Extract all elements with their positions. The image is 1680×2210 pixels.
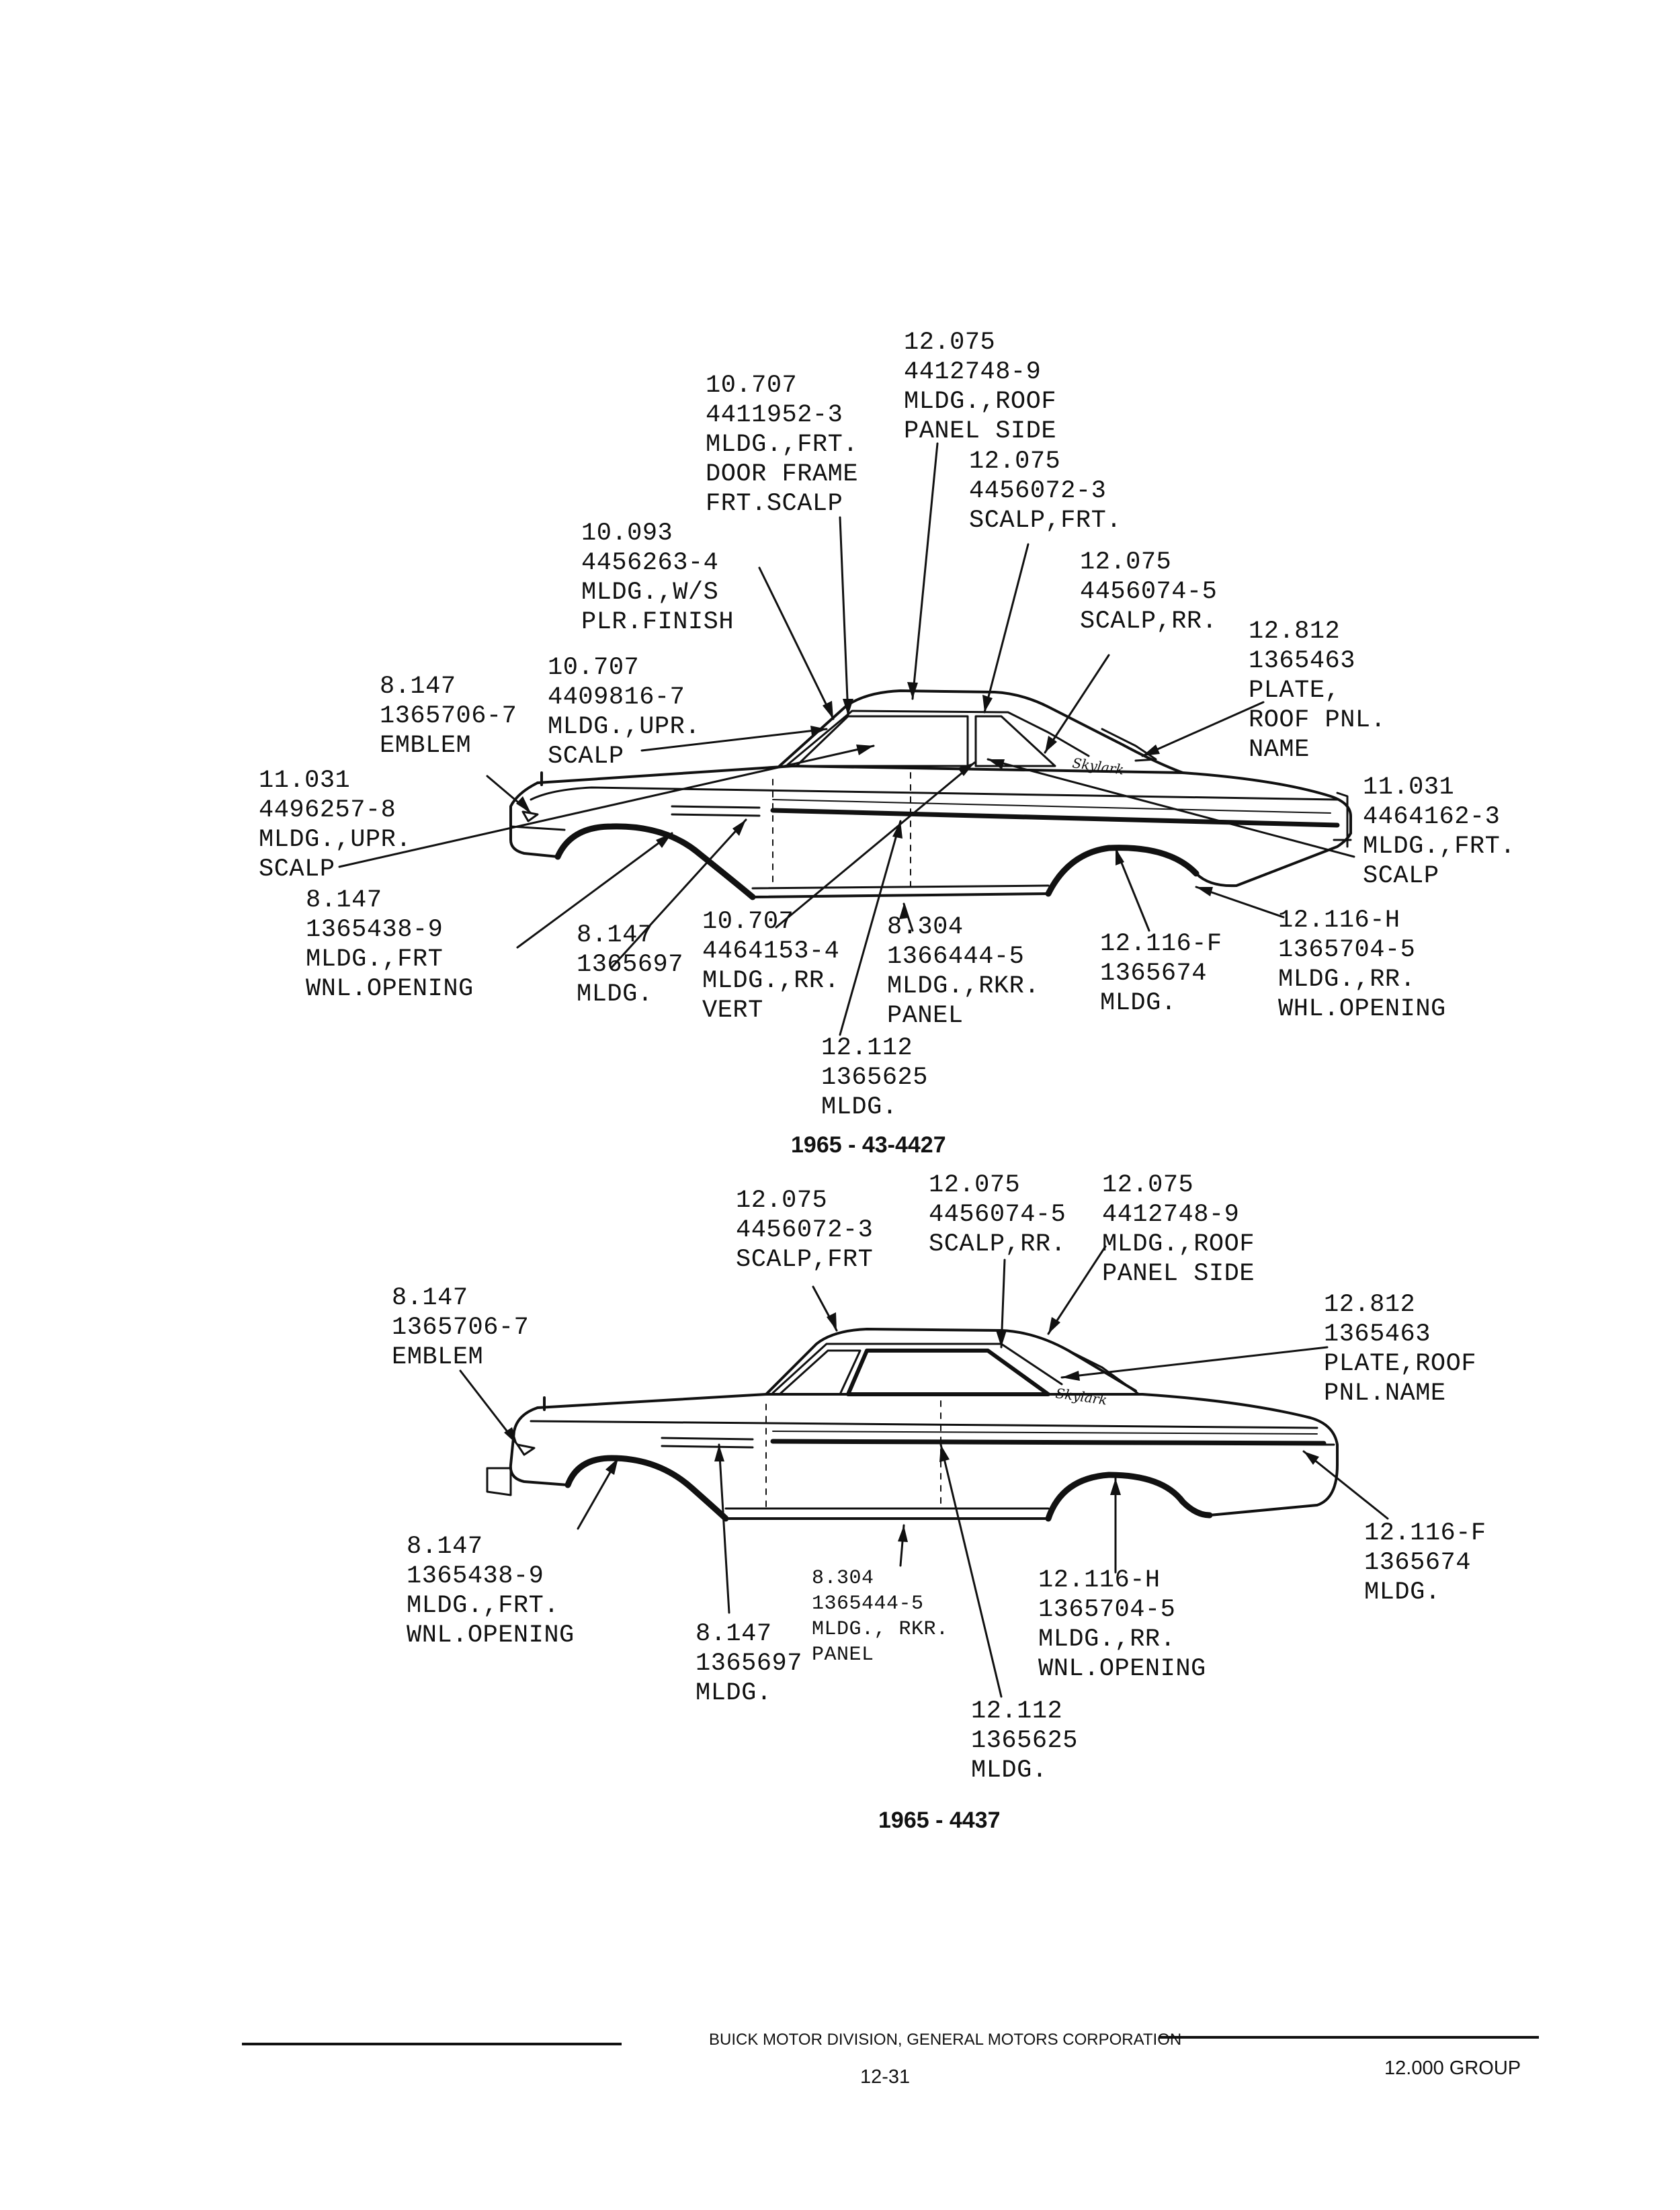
car-2-arrowheads <box>504 1312 1319 1542</box>
caption-2: 1965 - 4437 <box>878 1808 1001 1833</box>
skylark-badge-2: Skylark <box>1054 1385 1108 1408</box>
car-1-body <box>509 689 1352 900</box>
skylark-badge-1: Skylark <box>1071 755 1125 778</box>
footer-group: 12.000 GROUP <box>1384 2057 1521 2079</box>
footer-page-number: 12-31 <box>860 2066 911 2088</box>
caption-1: 1965 - 43-4427 <box>791 1132 946 1158</box>
footer-rule-left <box>242 2043 622 2045</box>
car-2-body <box>486 1328 1339 1522</box>
car-1-arrowheads <box>516 682 1213 919</box>
footer-rule-right <box>1159 2036 1539 2039</box>
footer-division: BUICK MOTOR DIVISION, GENERAL MOTORS COR… <box>709 2031 1182 2049</box>
